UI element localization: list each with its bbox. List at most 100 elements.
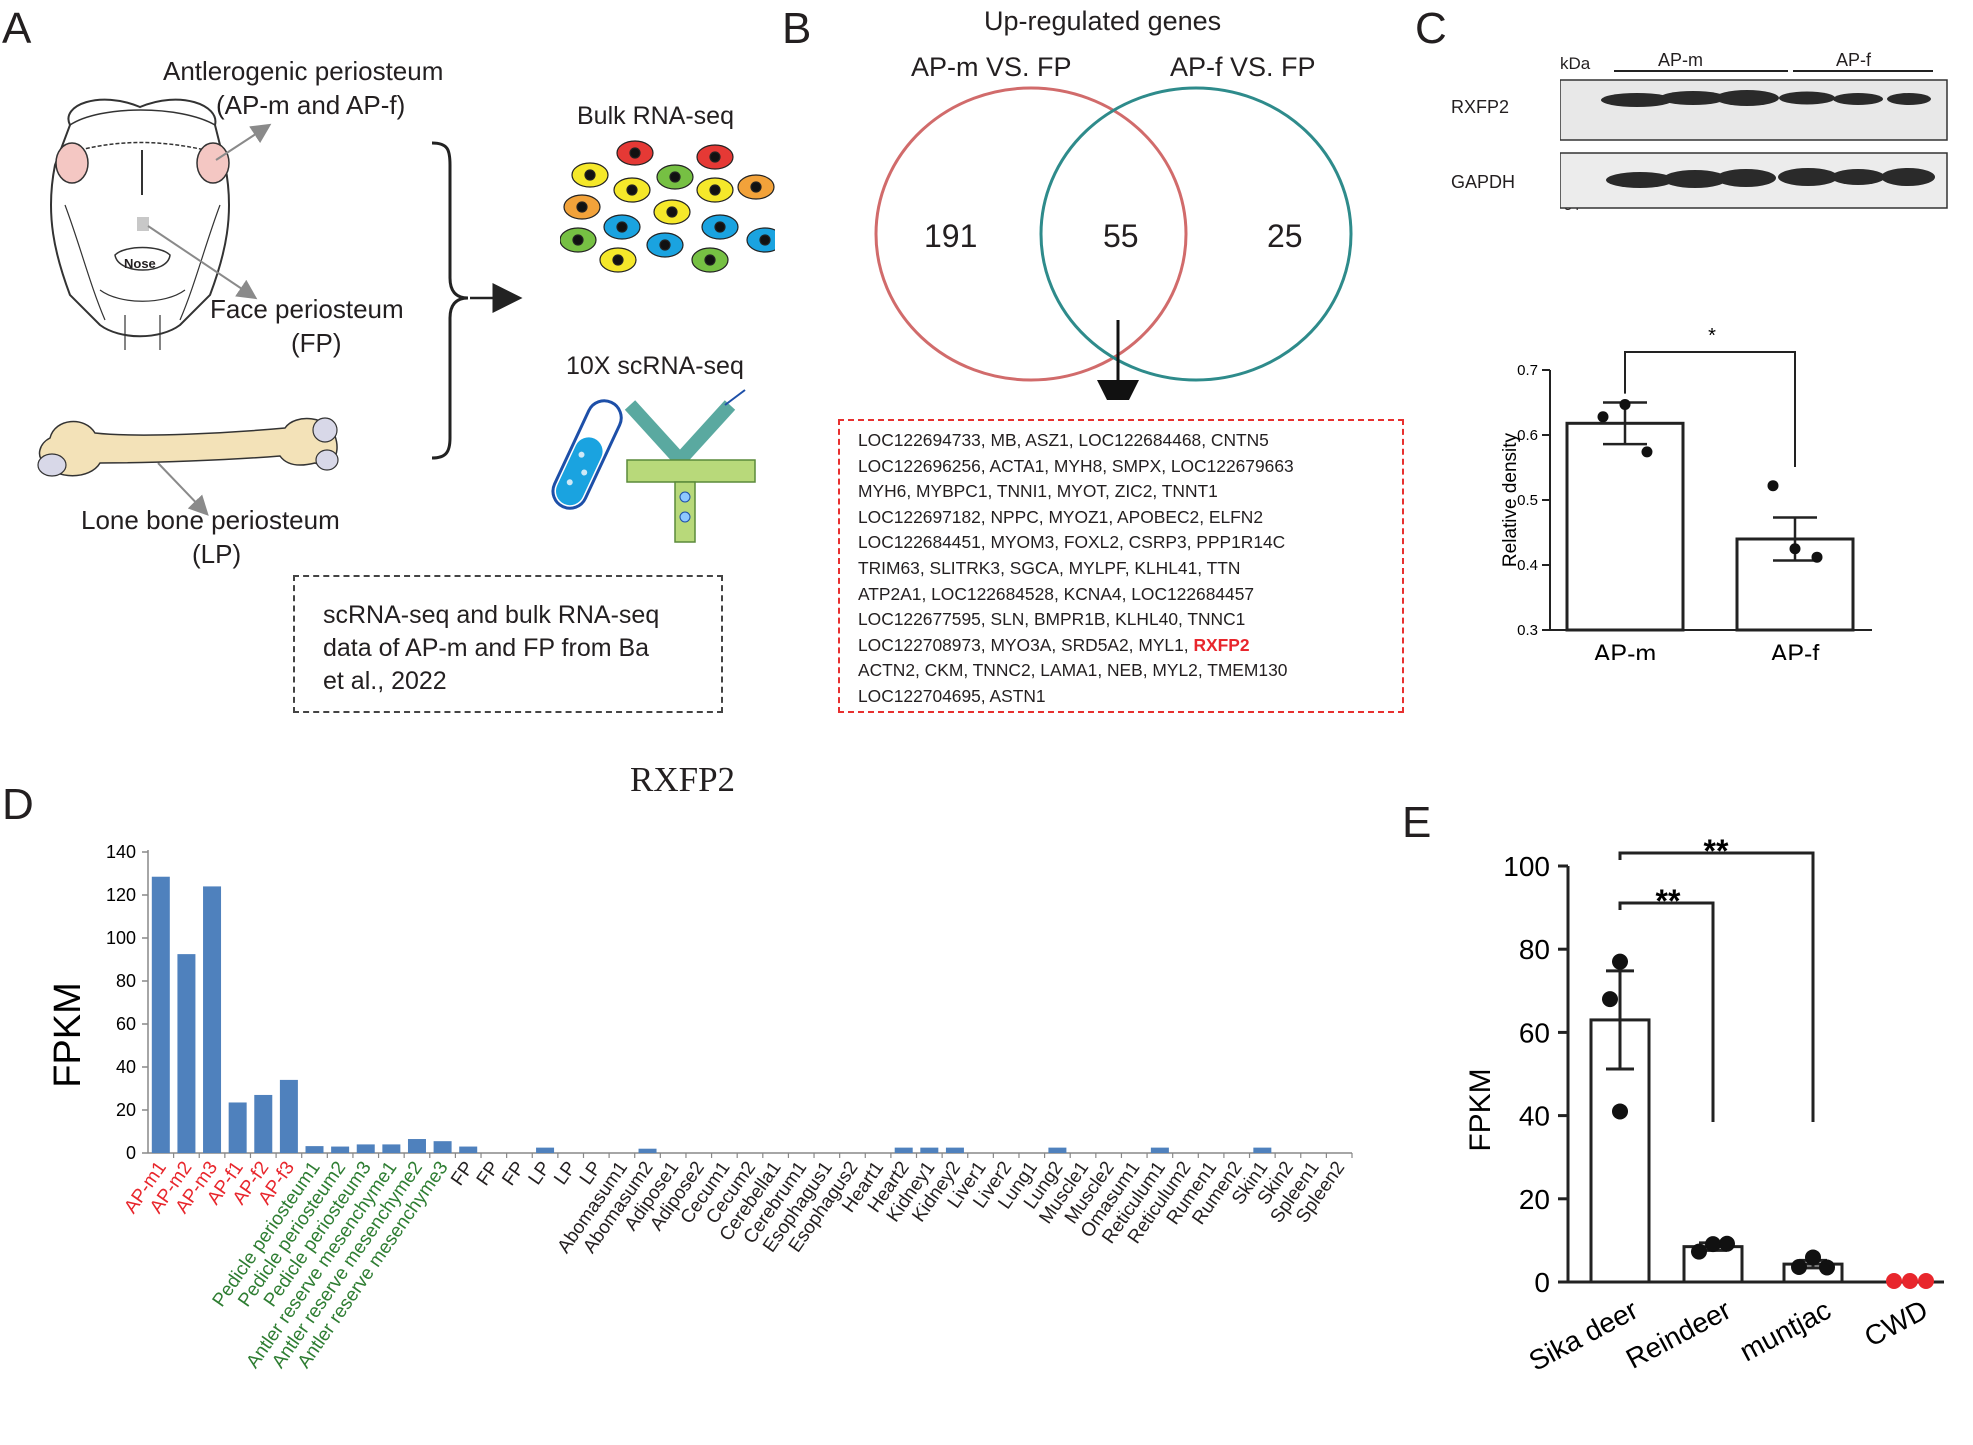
y-tick-label: 40: [116, 1057, 136, 1077]
shared-gene-list: LOC122694733, MB, ASZ1, LOC122684468, CN…: [838, 419, 1404, 713]
highlight-gene: RXFP2: [1193, 634, 1250, 655]
panel-label-c: C: [1415, 4, 1447, 53]
data-point: [1719, 1235, 1735, 1252]
x-tick-label: AP-m: [1594, 640, 1657, 660]
y-tick-label: 80: [116, 971, 136, 991]
long-bone-label: Lone bone periosteum: [81, 505, 340, 535]
venn-title: Up-regulated genes: [984, 6, 1222, 36]
gene-line: ACTN2, CKM, TNNC2, LAMA1, NEB, MYL2, TME…: [858, 660, 1288, 681]
significance-bracket: [1624, 351, 1796, 467]
bar: [228, 1102, 247, 1153]
blot-group-apm-line: [1614, 70, 1788, 72]
data-point: [1597, 411, 1609, 423]
y-tick-label: 20: [116, 1100, 136, 1120]
bar: [536, 1147, 555, 1153]
data-point: [1641, 446, 1653, 458]
y-axis-label: FPKM: [47, 982, 89, 1088]
chart-d-title: RXFP2: [630, 760, 736, 799]
gene-line: ATP2A1, LOC122684528, KCNA4, LOC12268445…: [858, 583, 1255, 604]
bar: [203, 886, 222, 1153]
bar: [1048, 1147, 1067, 1153]
chart-relative-density: 0.30.40.50.60.7 Relative density AP-m AP…: [1500, 325, 1872, 660]
data-point: [1918, 1273, 1934, 1289]
face-label: Face periosteum: [210, 294, 404, 324]
kda-label: kDa: [1560, 54, 1591, 73]
long-bone-illustration: [37, 417, 339, 477]
data-source-note: scRNA-seq and bulk RNA-seq data of AP-m …: [293, 575, 723, 713]
cells-illustration: [560, 140, 775, 273]
data-point: [1789, 543, 1801, 555]
x-tick-label: CWD: [1859, 1294, 1933, 1353]
y-tick-label: 80: [1519, 934, 1550, 965]
y-tick-label: 60: [116, 1014, 136, 1034]
data-point: [1602, 991, 1618, 1008]
x-tick-label: FP: [473, 1158, 504, 1190]
bar: [331, 1146, 350, 1153]
bar: [254, 1094, 273, 1153]
significance-label: *: [1708, 325, 1716, 347]
bar: [894, 1147, 913, 1153]
western-blot-image: [1560, 79, 1948, 209]
significance-bracket: [1618, 851, 1815, 1122]
data-point: [1612, 1103, 1628, 1120]
venn-circle-left: [874, 86, 1188, 382]
blot-group-apf-line: [1793, 70, 1933, 72]
data-point: [1619, 398, 1631, 410]
x-tick-label: FP: [447, 1158, 478, 1190]
venn-diagram: [874, 86, 1353, 400]
gene-line: TRIM63, SLITRK3, SGCA, MYLPF, KLHL41, TT…: [858, 557, 1241, 578]
y-tick-label: 0: [1534, 1267, 1550, 1298]
y-axis-label: Relative density: [1500, 432, 1521, 567]
x-tick-label: LP: [550, 1158, 581, 1189]
data-point: [1886, 1273, 1902, 1289]
gene-line: LOC122708973, MYO3A, SRD5A2, MYL1, RXFP2: [858, 633, 1402, 659]
x-tick-label: Sika deer: [1524, 1294, 1643, 1377]
face-sublabel: (FP): [291, 328, 342, 358]
significance-label: **: [1704, 833, 1729, 869]
y-tick-label: 0: [126, 1143, 136, 1163]
scrnaseq-label: 10X scRNA-seq: [566, 352, 744, 380]
gene-line: LOC122696256, ACTA1, MYH8, SMPX, LOC1226…: [858, 455, 1294, 476]
y-tick-label: 0.4: [1517, 557, 1538, 574]
gene-line-text: LOC122708973, MYO3A, SRD5A2, MYL1,: [858, 634, 1189, 655]
note-line: scRNA-seq and bulk RNA-seq: [323, 601, 660, 629]
bar: [1565, 421, 1685, 632]
note-line: data of AP-m and FP from Ba: [323, 634, 650, 662]
data-point: [1819, 1259, 1835, 1276]
y-tick-label: 20: [1519, 1184, 1550, 1215]
nose-label: Nose: [124, 256, 156, 271]
bar: [407, 1139, 426, 1153]
significance-label: **: [1656, 883, 1681, 919]
microfluidic-illustration: [551, 389, 756, 543]
panel-label-a: A: [2, 4, 32, 53]
bar: [638, 1148, 657, 1153]
bar: [1253, 1147, 1272, 1153]
long-bone-sublabel: (LP): [192, 539, 242, 569]
note-line: et al., 2022: [323, 667, 447, 695]
bar: [920, 1147, 939, 1153]
gene-line: MYH6, MYBPC1, TNNI1, MYOT, ZIC2, TNNT1: [858, 481, 1218, 502]
gene-line: LOC122697182, NPPC, MYOZ1, APOBEC2, ELFN…: [858, 506, 1264, 527]
gene-line: LOC122684451, MYOM3, FOXL2, CSRP3, PPP1R…: [858, 532, 1286, 553]
bar: [382, 1144, 401, 1153]
venn-right-set-label: AP-f VS. FP: [1170, 52, 1316, 82]
data-point: [1705, 1236, 1721, 1253]
panel-label-b: B: [782, 4, 812, 53]
y-tick-label: 40: [1519, 1101, 1550, 1132]
x-tick-label: Reindeer: [1621, 1294, 1736, 1375]
y-axis-label: FPKM: [1464, 1068, 1497, 1151]
y-tick-label: 100: [106, 928, 136, 948]
gene-line: LOC122677595, SLN, BMPR1B, KLHL40, TNNC1: [858, 609, 1246, 630]
bar: [459, 1146, 478, 1153]
y-tick-label: 140: [106, 842, 136, 862]
data-point: [1691, 1243, 1707, 1260]
y-tick-label: 0.3: [1517, 622, 1538, 639]
x-tick-label: muntjac: [1735, 1294, 1836, 1367]
venn-right-count: 25: [1267, 218, 1303, 254]
bar: [433, 1141, 452, 1153]
annotation-arrows: [147, 123, 523, 516]
data-point: [1805, 1249, 1821, 1266]
y-tick-label: 100: [1503, 851, 1550, 882]
antlerogenic-label: Antlerogenic periosteum: [163, 56, 444, 86]
